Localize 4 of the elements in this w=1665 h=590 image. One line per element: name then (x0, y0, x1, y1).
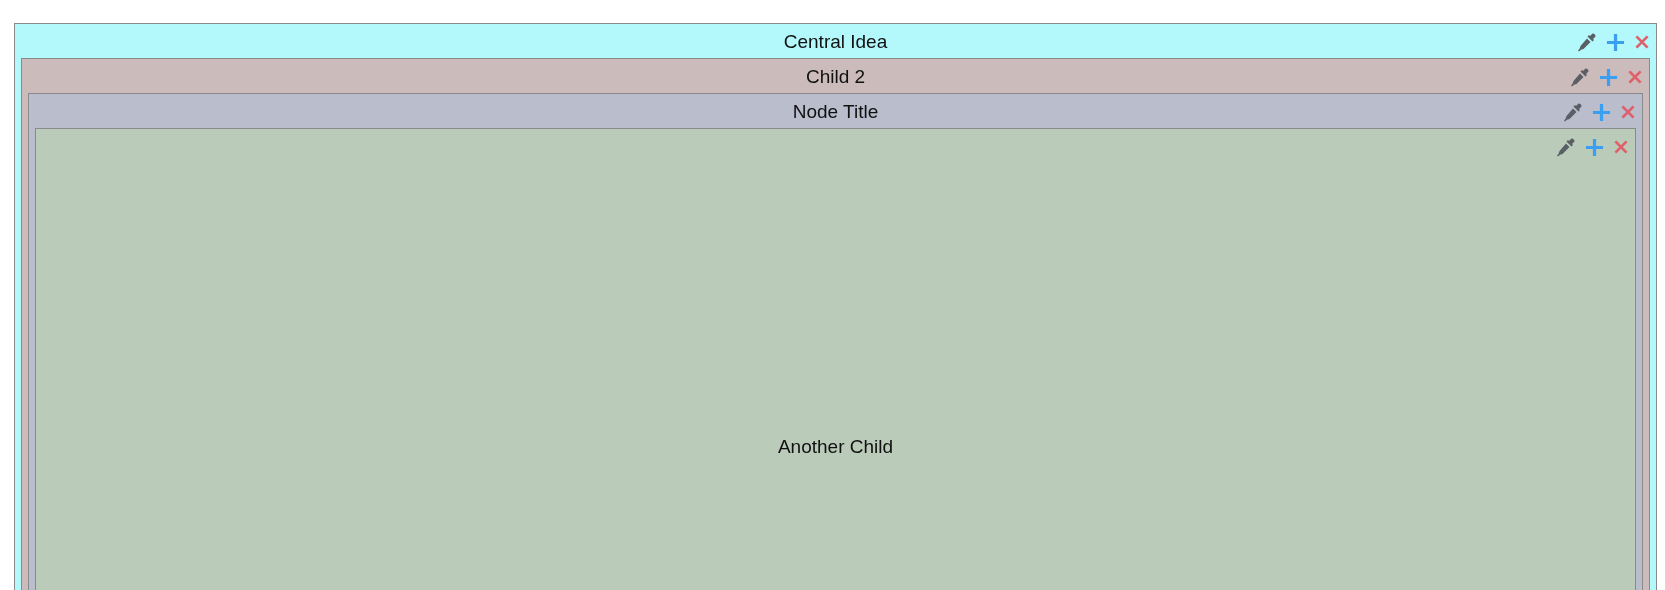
node-title: Child 2 (805, 66, 866, 88)
node-title: Node Title (792, 101, 879, 123)
node-label: Another Child (777, 436, 894, 458)
node-title: Central Idea (783, 31, 888, 53)
